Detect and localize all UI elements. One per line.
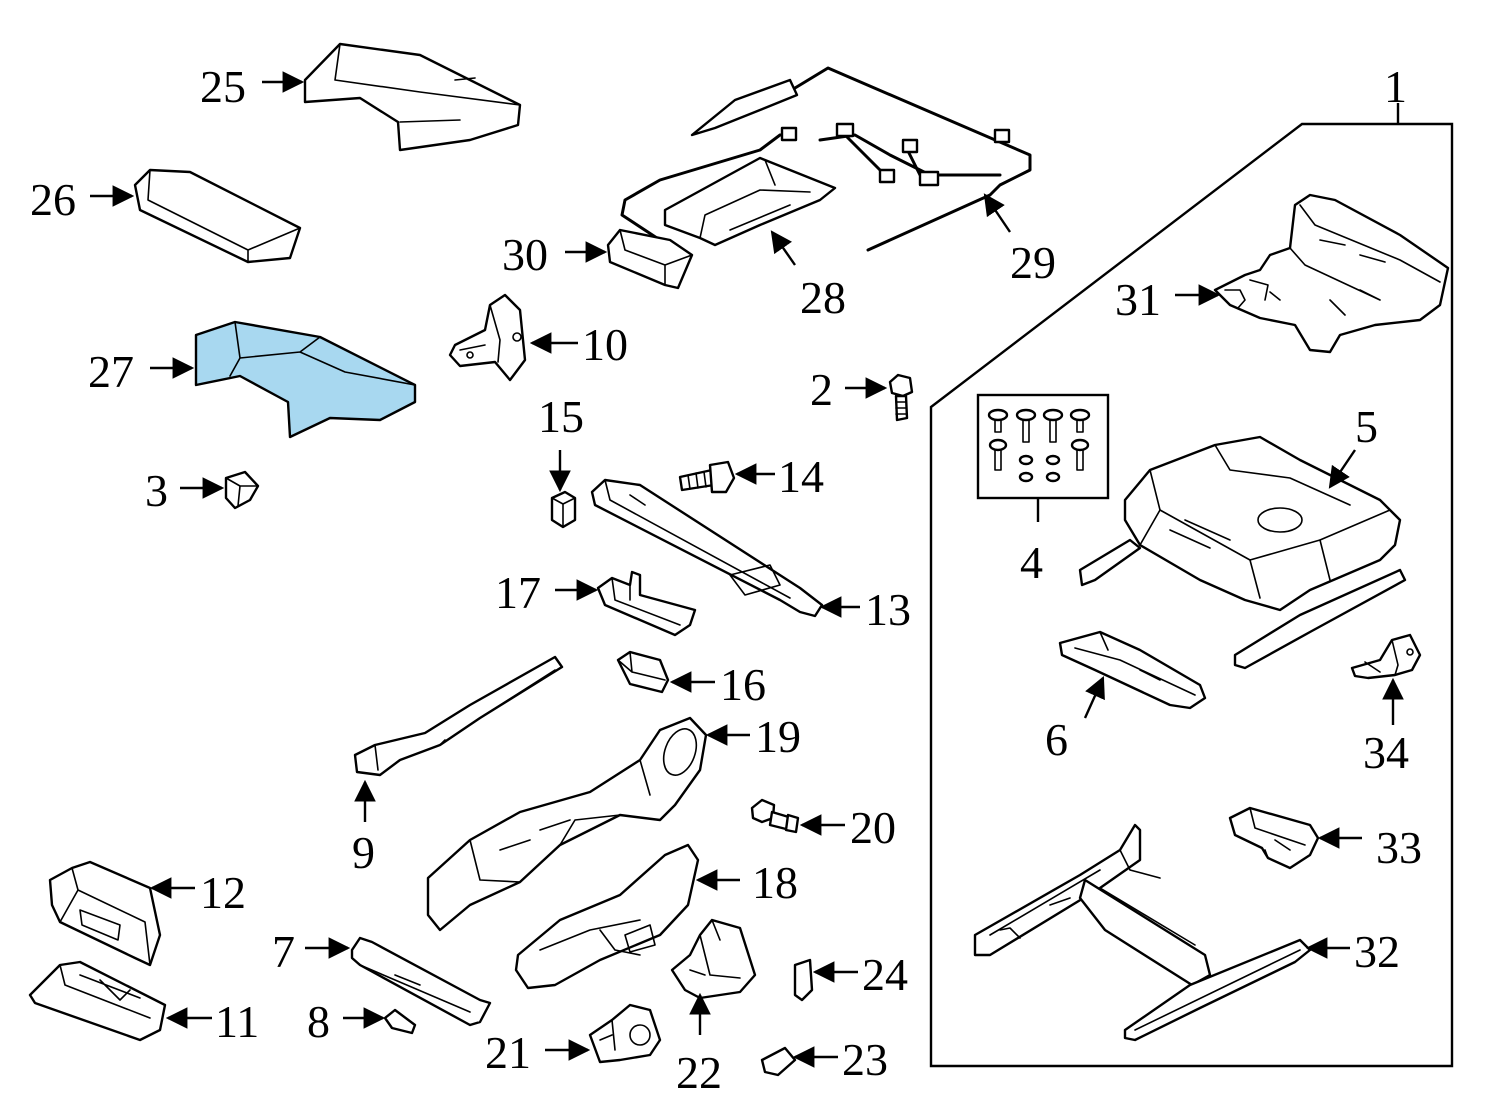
label-24: 24	[862, 949, 908, 1000]
part-24-cap[interactable]	[793, 958, 814, 1002]
label-17: 17	[495, 567, 541, 618]
label-2: 2	[810, 364, 833, 415]
assembly-outline	[929, 122, 1454, 1068]
part-15-clip-nut[interactable]	[550, 490, 577, 529]
label-28: 28	[800, 272, 846, 323]
part-6-reinforcement-plate[interactable]	[1058, 630, 1207, 710]
label-22: 22	[676, 1047, 722, 1098]
part-8-clip[interactable]	[383, 1008, 417, 1035]
part-17-guide-bracket[interactable]	[596, 570, 697, 637]
part-28-heater-mat[interactable]	[663, 156, 837, 247]
part-11-tray-base[interactable]	[28, 960, 167, 1042]
part-31-spring-mat[interactable]	[1213, 193, 1450, 354]
part-20-bolt[interactable]	[750, 798, 800, 834]
part-13-seat-rail[interactable]	[590, 478, 824, 618]
label-10: 10	[582, 319, 628, 370]
label-27: 27	[88, 346, 134, 397]
label-13: 13	[865, 584, 911, 635]
part-32-track-assembly[interactable]	[973, 823, 1312, 1042]
label-30: 30	[502, 229, 548, 280]
leader-arrows	[90, 71, 1404, 1068]
part-27-seat-cushion[interactable]	[194, 320, 417, 439]
kit-pushpins	[987, 408, 1091, 483]
part-7-trim-strip[interactable]	[350, 936, 492, 1027]
part-30-trim-cover[interactable]	[606, 228, 694, 290]
part-29-wiring-harness[interactable]	[620, 66, 1032, 252]
label-33: 33	[1376, 822, 1422, 873]
part-23-cap[interactable]	[760, 1046, 797, 1077]
label-18: 18	[752, 857, 798, 908]
label-15: 15	[538, 391, 584, 442]
label-25: 25	[200, 61, 246, 112]
label-32: 32	[1354, 926, 1400, 977]
label-23: 23	[842, 1034, 888, 1085]
label-4: 4	[1020, 537, 1043, 588]
part-9-side-trim[interactable]	[353, 655, 564, 777]
label-34: 34	[1363, 727, 1409, 778]
label-31: 31	[1115, 274, 1161, 325]
label-8: 8	[307, 996, 330, 1047]
part-3-clip[interactable]	[224, 470, 260, 510]
part-5-seat-frame[interactable]	[1078, 435, 1407, 670]
label-11: 11	[215, 996, 259, 1047]
label-3: 3	[145, 465, 168, 516]
part-12-storage-tray[interactable]	[48, 860, 162, 967]
part-26-armrest-pad[interactable]	[133, 168, 302, 264]
part-22-motor[interactable]	[670, 918, 757, 1000]
label-26: 26	[30, 174, 76, 225]
label-1: 1	[1384, 61, 1407, 112]
callout-labels: 1 2 3 4 5 6 7 8 9 10 11 12 13 14 15 16 1…	[30, 61, 1422, 1098]
label-6: 6	[1045, 714, 1068, 765]
label-9: 9	[352, 827, 375, 878]
part-2-bolt[interactable]	[888, 373, 914, 422]
label-29: 29	[1010, 237, 1056, 288]
part-10-bracket[interactable]	[448, 293, 527, 382]
part-33-switch-module[interactable]	[1228, 806, 1320, 870]
label-20: 20	[850, 802, 896, 853]
label-5: 5	[1355, 401, 1378, 452]
part-19-side-panel[interactable]	[426, 716, 708, 932]
label-7: 7	[272, 926, 295, 977]
label-16: 16	[720, 659, 766, 710]
part-25-seat-cover-panel[interactable]	[303, 42, 522, 152]
part-34-bracket[interactable]	[1350, 633, 1422, 680]
part-18-side-shield[interactable]	[514, 843, 700, 990]
label-14: 14	[778, 451, 824, 502]
part-16-switch[interactable]	[616, 650, 670, 694]
label-12: 12	[200, 867, 246, 918]
part-14-bolt[interactable]	[678, 460, 736, 494]
part-21-motor[interactable]	[588, 1003, 662, 1064]
label-19: 19	[755, 711, 801, 762]
part-4-fastener-kit[interactable]	[976, 393, 1110, 500]
label-21: 21	[485, 1027, 531, 1078]
